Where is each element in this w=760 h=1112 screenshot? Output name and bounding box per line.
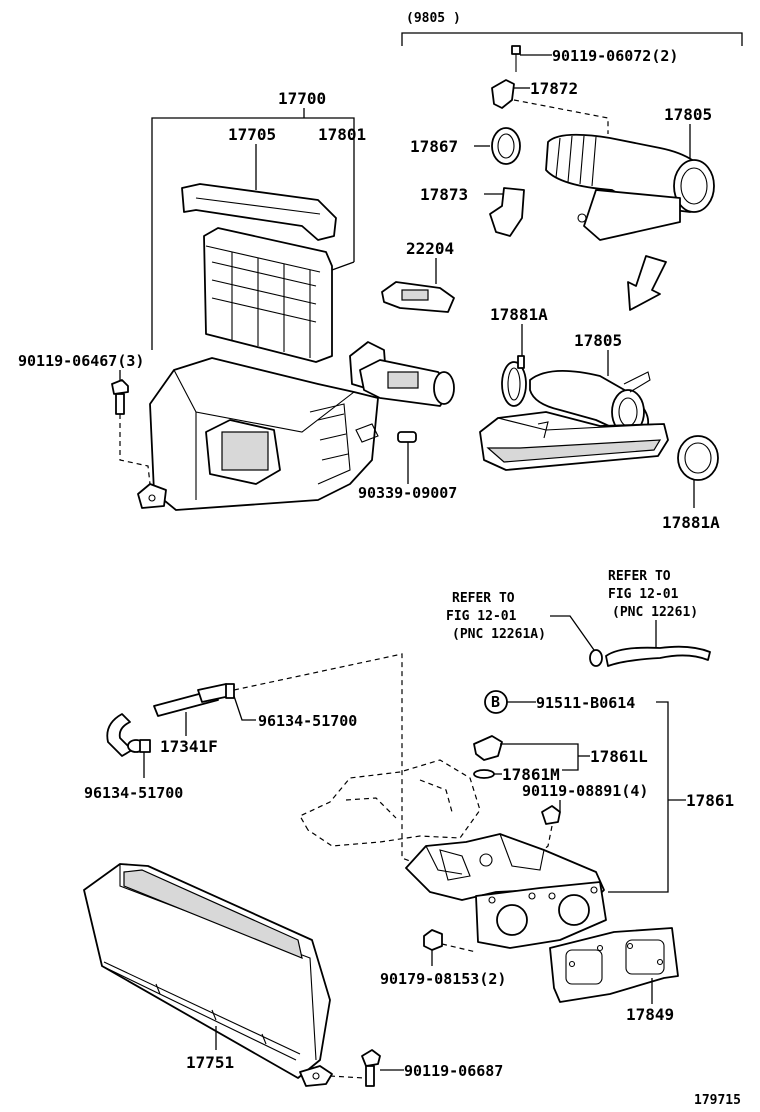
label-17881A-right: 17881A [662, 513, 720, 532]
label-17873: 17873 [420, 185, 468, 204]
clamp-17881A-left [501, 355, 527, 407]
label-17849: 17849 [626, 1005, 674, 1024]
intake-tube-17805-upper [545, 133, 715, 241]
label-17867: 17867 [410, 137, 458, 156]
direction-arrow-icon [627, 255, 667, 311]
hose-17341F [106, 683, 235, 757]
label-90339-09007: 90339-09007 [358, 484, 457, 502]
cover-17705 [181, 183, 337, 241]
sensor-22204 [381, 281, 455, 313]
label-90119-06072: 90119-06072(2) [552, 47, 678, 65]
gasket-17849 [549, 927, 679, 1003]
air-cleaner-outlet [349, 341, 455, 443]
label-17861L: 17861L [590, 747, 648, 766]
label-17861M: 17861M [502, 765, 560, 784]
bracket-17872 [491, 79, 515, 109]
label-17341F: 17341F [160, 737, 218, 756]
gasket-17861M [473, 769, 495, 779]
label-17801: 17801 [318, 125, 366, 144]
bracket-17700 [151, 117, 355, 350]
label-90119-08891: 90119-08891(4) [522, 782, 648, 800]
bolt-90119-06072 [511, 45, 521, 72]
label-17705: 17705 [228, 125, 276, 144]
intake-manifold-17861 [405, 833, 607, 949]
label-17881A-left: 17881A [490, 305, 548, 324]
label-17805-mid: 17805 [574, 331, 622, 350]
fitting-17861L [473, 735, 503, 761]
label-17805-top: 17805 [664, 105, 712, 124]
label-22204: 22204 [406, 239, 454, 258]
engine-cover-17751 [83, 863, 333, 1087]
badge-b-label: B [491, 693, 500, 711]
label-91511-B0614: 91511-B0614 [536, 694, 635, 712]
label-96134-51700-b: 96134-51700 [84, 784, 183, 802]
intake-tube-17805-lower [479, 369, 669, 471]
label-17872: 17872 [530, 79, 578, 98]
label-96134-51700-a: 96134-51700 [258, 712, 357, 730]
plug-90339-09007 [397, 431, 417, 443]
refer-note-1-line3: (PNC 12261) [612, 605, 698, 620]
bolt-90119-06687 [361, 1049, 381, 1087]
figure-id: 179715 [694, 1093, 741, 1108]
clamp-17881A-right [677, 435, 719, 481]
refer-note-1-line1: REFER TO [608, 569, 671, 584]
bracket-17873 [489, 187, 525, 237]
date-range-bracket [401, 32, 743, 46]
label-90119-06467: 90119-06467(3) [18, 352, 144, 370]
refer-note-2-line3: (PNC 12261A) [452, 627, 546, 642]
clip-pnc-12261A [589, 649, 603, 667]
label-17861: 17861 [686, 791, 734, 810]
label-17700: 17700 [278, 89, 326, 108]
bolt-90119-06467 [111, 379, 129, 415]
bolt-90119-08891 [541, 805, 561, 825]
air-cleaner-housing [137, 357, 379, 511]
nut-90179-08153 [423, 929, 443, 951]
refer-note-1-line2: FIG 12-01 [608, 587, 679, 602]
clamp-17867 [491, 127, 521, 165]
label-17751: 17751 [186, 1053, 234, 1072]
refer-note-2-line2: FIG 12-01 [446, 609, 517, 624]
label-90179-08153: 90179-08153(2) [380, 970, 506, 988]
label-90119-06687: 90119-06687 [404, 1062, 503, 1080]
refer-note-2-line1: REFER TO [452, 591, 515, 606]
date-range-label: (9805 ) [406, 11, 461, 26]
filter-element-17801 [203, 227, 333, 363]
engine-outline-ghost [299, 759, 481, 847]
hose-pnc-12261 [605, 645, 711, 667]
